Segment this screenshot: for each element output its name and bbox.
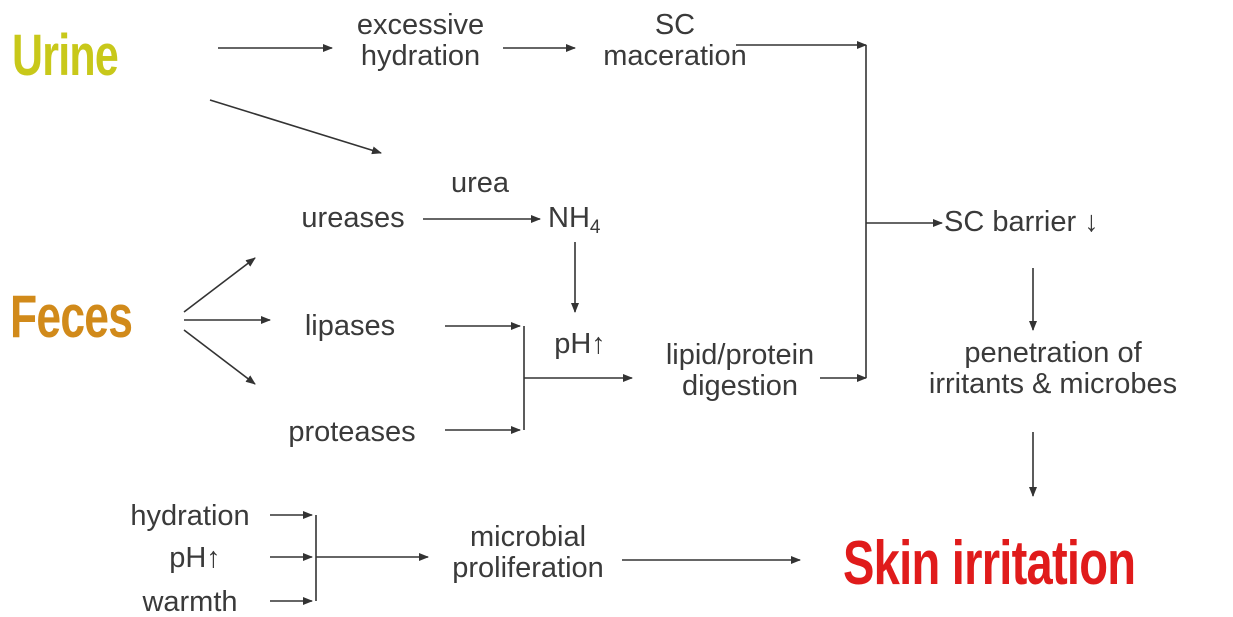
feces-label: Feces (10, 283, 133, 350)
nh4-label: NH4 (548, 202, 601, 239)
arrow-feces-to-proteases (183, 329, 256, 385)
urine-label: Urine (12, 23, 119, 88)
microbial-proliferation-label: microbial proliferation (452, 521, 604, 584)
arrow-urine-to-ureases (209, 99, 382, 155)
factor-warmth-label: warmth (142, 586, 238, 617)
urea-label: urea (450, 167, 510, 199)
arrow-feces-to-ureases (183, 257, 256, 313)
ureases-label: ureases (301, 202, 405, 234)
lipases-label: lipases (304, 310, 396, 342)
sc-maceration-label: SC maceration (603, 9, 747, 72)
penetration-label: penetration of irritants & microbes (928, 337, 1178, 400)
ph-up-label: pH↑ (554, 328, 606, 360)
lipid-protein-digestion-label: lipid/protein digestion (665, 339, 815, 402)
factor-ph-label: pH↑ (169, 542, 221, 574)
sc-barrier-label: SC barrier ↓ (944, 206, 1099, 238)
skin-irritation-label: Skin irritation (843, 529, 1136, 598)
proteases-label: proteases (288, 416, 416, 448)
excessive-hydration-label: excessive hydration (356, 9, 485, 72)
factor-hydration-label: hydration (130, 500, 250, 532)
